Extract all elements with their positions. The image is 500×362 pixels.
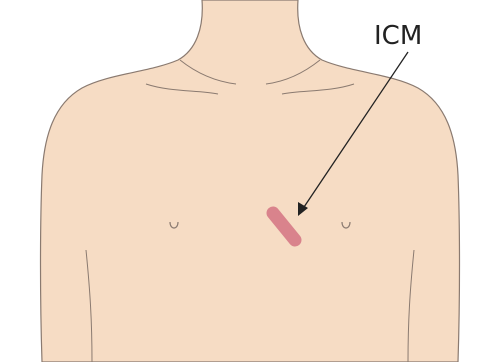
icm-label: ICM [374, 21, 422, 51]
torso-outline [41, 0, 460, 362]
